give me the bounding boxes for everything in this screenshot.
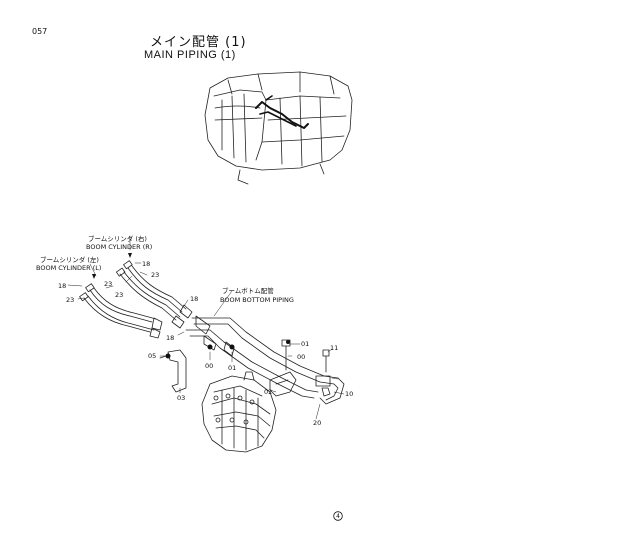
boom-cylinder-r-label-jp: ブームシリンダ (右) xyxy=(88,234,147,243)
leader-lines xyxy=(67,235,345,420)
page-mark-number: 4 xyxy=(336,513,340,520)
part-number-18: 18 xyxy=(166,334,174,342)
page-title-english: MAIN PIPING (1) xyxy=(144,49,236,61)
part-number-10: 10 xyxy=(345,390,353,398)
part-number-00: 00 xyxy=(297,353,305,361)
part-number-00: 00 xyxy=(205,362,213,370)
boom-cylinder-r-hoses xyxy=(115,260,193,329)
bolt-11 xyxy=(315,349,331,397)
page-mark-icon: 4 xyxy=(333,511,343,521)
part-number-01: 01 xyxy=(301,340,309,348)
part-number-23: 23 xyxy=(104,280,112,288)
part-number-01: 01 xyxy=(228,364,236,372)
clamp-02 xyxy=(269,339,297,397)
part-number-20: 20 xyxy=(313,419,321,427)
part-number-23: 23 xyxy=(66,296,74,304)
bracket-03 xyxy=(159,349,187,393)
page-title-japanese: メイン配管 (1) xyxy=(150,35,247,50)
boom-cylinder-l-label: BOOM CYLINDER (L) xyxy=(36,264,101,272)
part-number-02: 02 xyxy=(264,388,272,396)
part-number-11: 11 xyxy=(330,344,338,352)
boom-bottom-piping-label: BOOM BOTTOM PIPING xyxy=(220,296,294,304)
boom-cylinder-l-label-jp: ブームシリンダ (左) xyxy=(40,255,99,264)
part-number-18: 18 xyxy=(190,295,198,303)
part-number-18: 18 xyxy=(142,260,150,268)
machine-overview-illustration xyxy=(204,71,353,185)
boom-cylinder-l-hoses xyxy=(79,283,163,339)
part-number-05: 05 xyxy=(148,352,156,360)
page-code: 057 xyxy=(32,27,48,36)
part-number-23: 23 xyxy=(115,291,123,299)
part-number-03: 03 xyxy=(177,394,185,402)
boom-bottom-piping-label-jp: ブームボトム配管 xyxy=(222,286,274,295)
part-number-18: 18 xyxy=(58,282,66,290)
part-number-23: 23 xyxy=(151,271,159,279)
control-valve xyxy=(201,371,277,453)
boom-cylinder-r-label: BOOM CYLINDER (R) xyxy=(86,243,152,251)
